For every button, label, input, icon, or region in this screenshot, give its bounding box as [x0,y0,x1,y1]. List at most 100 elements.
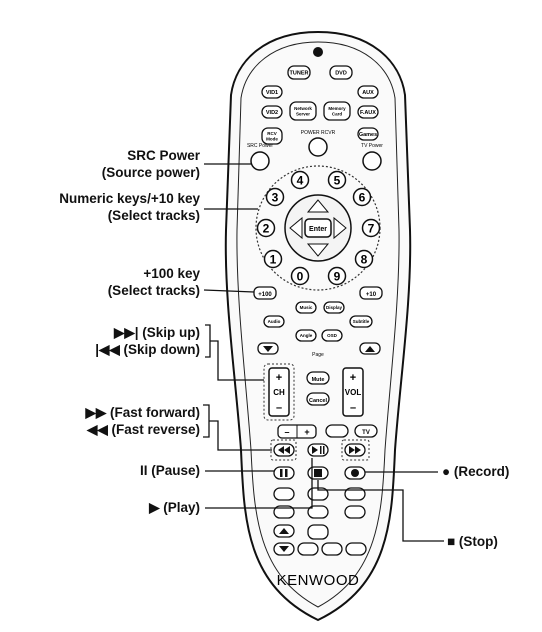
numeric-key-5[interactable]: 5 [327,170,347,190]
page-label: Page [312,352,324,358]
brace-skip [205,324,211,358]
leader-stop [317,480,444,542]
cancel-button[interactable]: Cancel [306,392,330,406]
brace-fast [203,404,210,438]
source-button-tuner[interactable]: TUNER [287,65,311,80]
source-button-games-label: Games [359,132,377,138]
source-button-memory-card-label: Memory [328,106,346,111]
numeric-key-6[interactable]: 6 [352,187,372,207]
callout-plus100: +100 key (Select tracks) [108,265,200,299]
nav-up-icon[interactable] [306,199,330,213]
band-button[interactable] [273,505,295,519]
numeric-key-label: 1 [270,253,277,267]
numeric-key-4[interactable]: 4 [290,170,310,190]
mid-button-music[interactable]: Music [295,301,317,314]
tuning-button[interactable] [273,487,295,501]
source-button-vid2[interactable]: VID2 [261,105,283,119]
input-sel-button[interactable] [344,487,366,501]
mid-button-display[interactable]: Display [323,301,345,314]
mid-button-display-label: Display [326,305,343,310]
extra-button[interactable] [345,542,367,556]
nav-right-icon[interactable] [333,216,347,240]
source-button-f-aux-label: F.AUX [360,110,376,116]
ch-minus: – [276,402,282,414]
play-pause-button[interactable] [307,443,329,457]
dolby-button[interactable] [297,542,319,556]
arrow-down-icon [279,546,289,552]
page-up-button[interactable] [359,342,381,355]
mute-button[interactable]: Mute [306,371,330,385]
numeric-key-label: 0 [297,270,304,284]
tv-button[interactable]: TV [354,424,378,438]
tv-mode-button[interactable] [325,424,349,438]
svg-text:+: + [304,427,309,437]
mid-button-subtitle[interactable]: Subtitle [349,315,373,328]
callout-pause: II (Pause) [139,463,200,478]
tv-power-button[interactable] [362,151,382,171]
tv-channel-rocker[interactable]: – + [277,424,317,439]
source-button-dvd-label: DVD [335,70,347,76]
numeric-key-label: 6 [359,191,366,205]
callout-plus100-line1: +100 key [143,266,200,281]
callout-fast-reverse: ◀◀ (Fast reverse) [86,422,200,437]
numeric-key-3[interactable]: 3 [265,187,285,207]
loud-mode-button[interactable] [344,505,366,519]
plus10-label: +10 [366,292,377,298]
nav-down-icon[interactable] [306,243,330,257]
numeric-key-1[interactable]: 1 [263,249,283,269]
preset-button[interactable] [307,524,329,540]
ch-label: CH [273,388,285,397]
source-button-network-server-label: Network [294,106,312,111]
mid-button-osd[interactable]: OSD [321,329,343,342]
source-button-aux[interactable]: AUX [357,85,379,99]
callout-skip-down: |◀◀ (Skip down) [95,342,200,357]
record-button[interactable] [344,466,366,480]
numeric-key-label: 5 [334,174,341,188]
vol-rocker[interactable]: + VOL – [342,367,364,417]
ch-rocker[interactable]: + CH – [268,367,290,417]
mid-button-audio[interactable]: Audio [263,315,285,328]
source-button-dvd[interactable]: DVD [329,65,353,80]
source-button-rcv-mode-label: RCV [267,131,277,136]
source-button-vid1[interactable]: VID1 [261,85,283,99]
source-button-aux-label: AUX [362,90,374,96]
src-power-button[interactable] [250,151,270,171]
nav-cluster: Enter [284,194,352,262]
fast-forward-button[interactable] [344,443,366,457]
listen-mode-button[interactable] [321,542,343,556]
page-down-button[interactable] [257,342,279,355]
pause-button[interactable] [273,466,295,480]
plus100-button[interactable]: +100 [253,286,277,300]
source-button-games[interactable]: Games [357,127,379,141]
stop-button[interactable] [307,466,329,480]
fast-reverse-button[interactable] [273,443,295,457]
callout-plus100-line2: (Select tracks) [107,283,200,298]
numeric-key-0[interactable]: 0 [290,266,310,286]
plus100-label: +100 [258,292,272,298]
numeric-key-label: 7 [368,222,375,236]
plus10-button[interactable]: +10 [359,286,383,300]
brand-logo: KENWOOD [277,572,360,589]
numeric-key-7[interactable]: 7 [361,218,381,238]
numeric-key-2[interactable]: 2 [256,218,276,238]
source-button-f-aux[interactable]: F.AUX [357,105,379,119]
rcvr-power-button[interactable] [308,137,328,157]
fast-reverse-dotted-box [270,439,297,461]
mid-button-osd-label: OSD [327,333,338,338]
nav-left-icon[interactable] [289,216,303,240]
ch-plus: + [276,372,282,384]
setup-button[interactable] [307,505,329,519]
numeric-key-8[interactable]: 8 [354,249,374,269]
ch-dotted-box [263,363,295,421]
mid-button-angle[interactable]: Angle [295,329,317,342]
numeric-key-9[interactable]: 9 [327,266,347,286]
enter-button[interactable] [304,218,332,238]
leader-skip [210,340,264,381]
